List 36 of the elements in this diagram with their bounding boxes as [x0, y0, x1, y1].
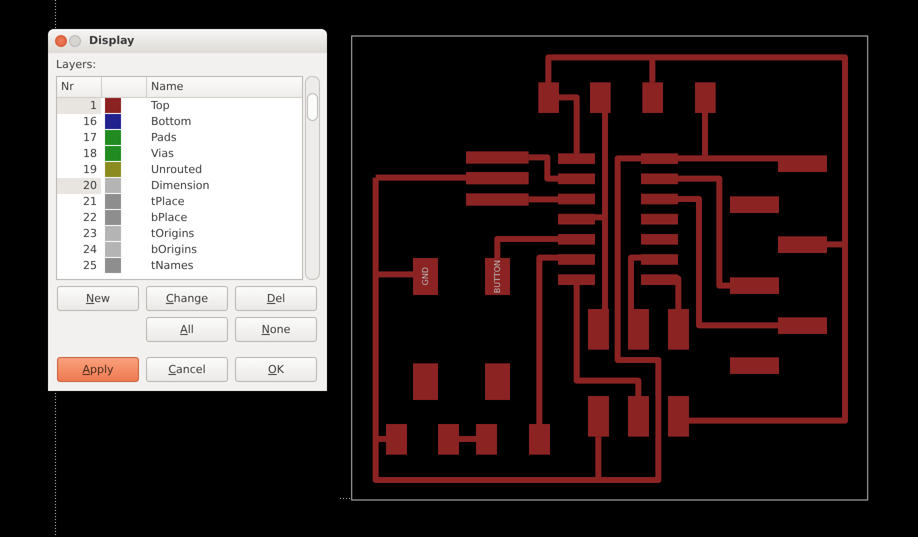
layer-number: 24	[83, 242, 97, 258]
component-pad: BUTTON	[485, 258, 510, 295]
section-label: Layers:	[56, 57, 96, 73]
change-button: Change	[146, 286, 228, 311]
all-button: All	[146, 317, 228, 342]
layer-number: 20	[83, 178, 97, 194]
layer-number: 16	[83, 114, 97, 130]
layer-name: bPlace	[151, 210, 188, 226]
layer-number: 21	[83, 194, 97, 210]
layer-name: Pads	[151, 130, 177, 146]
layer-number: 18	[83, 146, 97, 162]
component-pad: GND	[413, 258, 438, 295]
window-title: Display	[89, 33, 134, 49]
layer-name: Top	[151, 98, 170, 114]
layer-number: 25	[83, 258, 97, 274]
column-header: Name	[151, 79, 184, 95]
layer-name: tOrigins	[151, 226, 194, 242]
layer-number: 22	[83, 210, 97, 226]
layer-name: bOrigins	[151, 242, 197, 258]
layer-name: Bottom	[151, 114, 192, 130]
layer-number: 17	[83, 130, 97, 146]
apply-button: Apply	[57, 357, 139, 382]
layer-number: 1	[90, 98, 97, 114]
layer-number: 19	[83, 162, 97, 178]
layer-number: 23	[83, 226, 97, 242]
new-button: New	[57, 286, 139, 311]
layer-name: Unrouted	[151, 162, 202, 178]
layer-name: tPlace	[151, 194, 185, 210]
ok-button: OK	[235, 357, 317, 382]
cancel-button: Cancel	[146, 357, 228, 382]
layer-name: Dimension	[151, 178, 210, 194]
delete-button: Del	[235, 286, 317, 311]
column-header: Nr	[61, 79, 74, 95]
layer-name: tNames	[151, 258, 194, 274]
layer-name: Vias	[151, 146, 174, 162]
none-button: None	[235, 317, 317, 342]
